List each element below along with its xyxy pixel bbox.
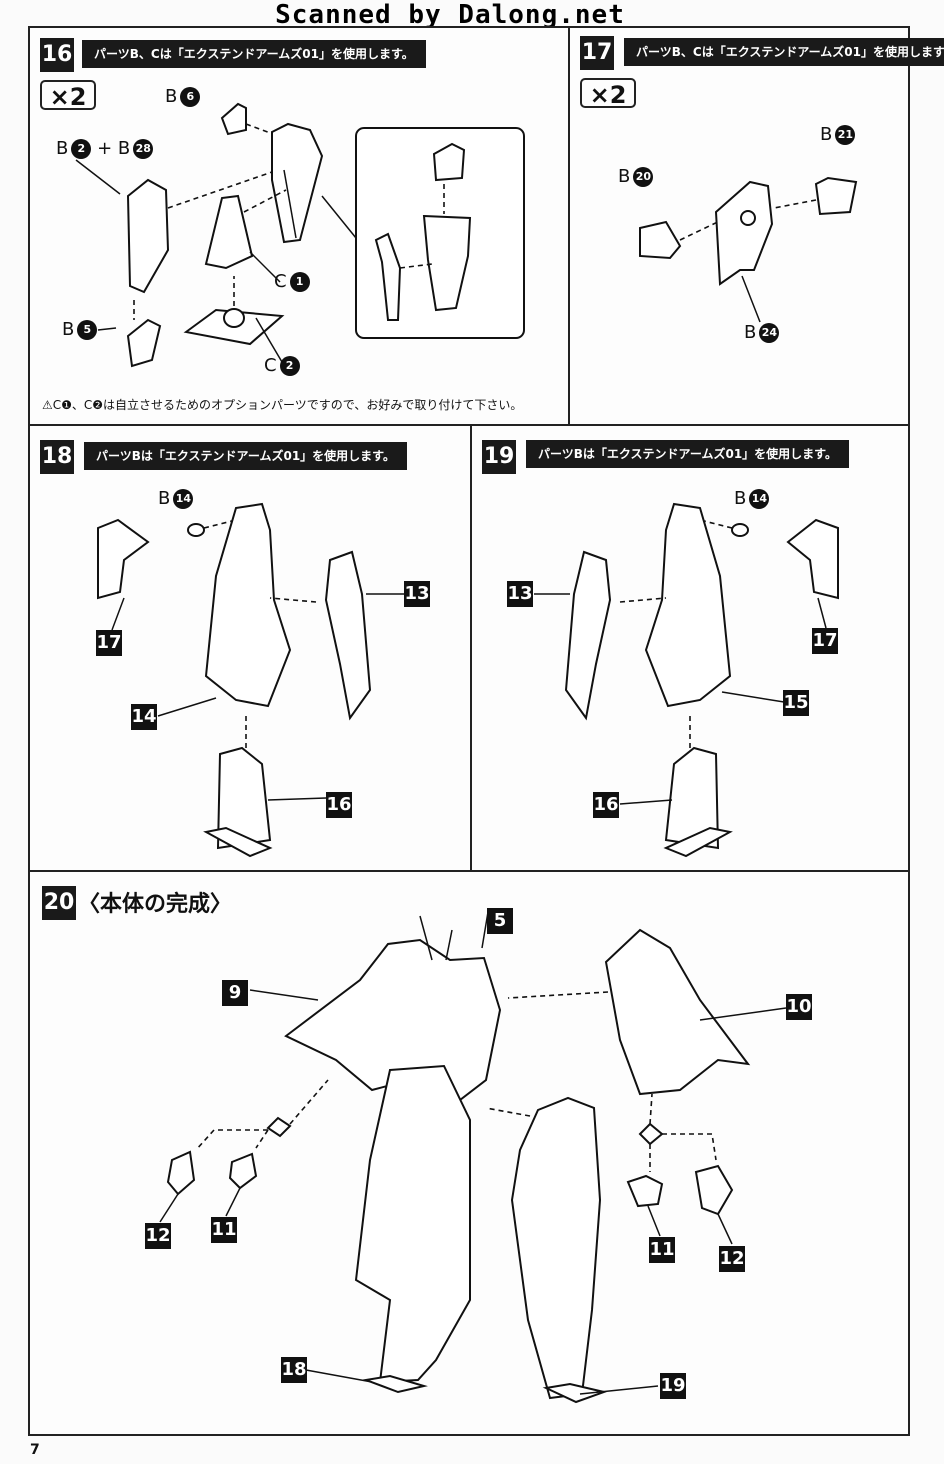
step-16-multiplier: ×2 xyxy=(40,80,96,111)
part-callout-13: 13 xyxy=(404,581,430,607)
step-16-note: ⚠C❶、C❷は自立させるためのオプションパーツですので、お好みで取り付けて下さい… xyxy=(42,398,523,412)
part-callout-18: 18 xyxy=(281,1357,307,1383)
part-callout-12-left: 12 xyxy=(145,1223,171,1249)
step-19-number: 19 xyxy=(482,440,516,474)
part-callout-5: 5 xyxy=(487,908,513,934)
part-callout-12-right: 12 xyxy=(719,1246,745,1272)
part-callout-16-r: 16 xyxy=(593,792,619,818)
step-19-parts xyxy=(534,502,839,858)
part-callout-19: 19 xyxy=(660,1373,686,1399)
step-16-parts xyxy=(75,102,525,368)
part-callout-13-r: 13 xyxy=(507,581,533,607)
part-callout-14: 14 xyxy=(131,704,157,730)
part-callout-11-right: 11 xyxy=(649,1237,675,1263)
step-16-number: 16 xyxy=(40,38,74,72)
step-17-parts xyxy=(639,176,858,323)
part-callout-10: 10 xyxy=(786,994,812,1020)
step-18-number: 18 xyxy=(40,440,74,474)
step-17-multiplier: ×2 xyxy=(580,78,636,109)
part-callout-17: 17 xyxy=(96,630,122,656)
step-18-banner: パーツBは「エクステンドアームズ01」を使用します。 xyxy=(84,442,407,470)
step-20-number: 20 xyxy=(42,886,76,920)
page-number: 7 xyxy=(30,1442,40,1458)
step-16-banner: パーツB、Cは「エクステンドアームズ01」を使用します。 xyxy=(82,40,426,68)
part-callout-11-left: 11 xyxy=(211,1217,237,1243)
step-17-number: 17 xyxy=(580,36,614,70)
part-callout-15: 15 xyxy=(783,690,809,716)
step-17-banner: パーツB、Cは「エクステンドアームズ01」を使用します。 xyxy=(624,38,944,66)
step-20-parts xyxy=(159,911,787,1404)
warning-icon: ⚠ xyxy=(42,398,53,412)
step-19-banner: パーツBは「エクステンドアームズ01」を使用します。 xyxy=(526,440,849,468)
part-callout-9: 9 xyxy=(222,980,248,1006)
part-callout-17-r: 17 xyxy=(812,628,838,654)
scanner-watermark: Scanned by Dalong.net xyxy=(275,0,625,30)
step-18-parts xyxy=(97,502,404,858)
part-callout-16: 16 xyxy=(326,792,352,818)
step-20-title: 〈本体の完成〉 xyxy=(78,892,233,917)
